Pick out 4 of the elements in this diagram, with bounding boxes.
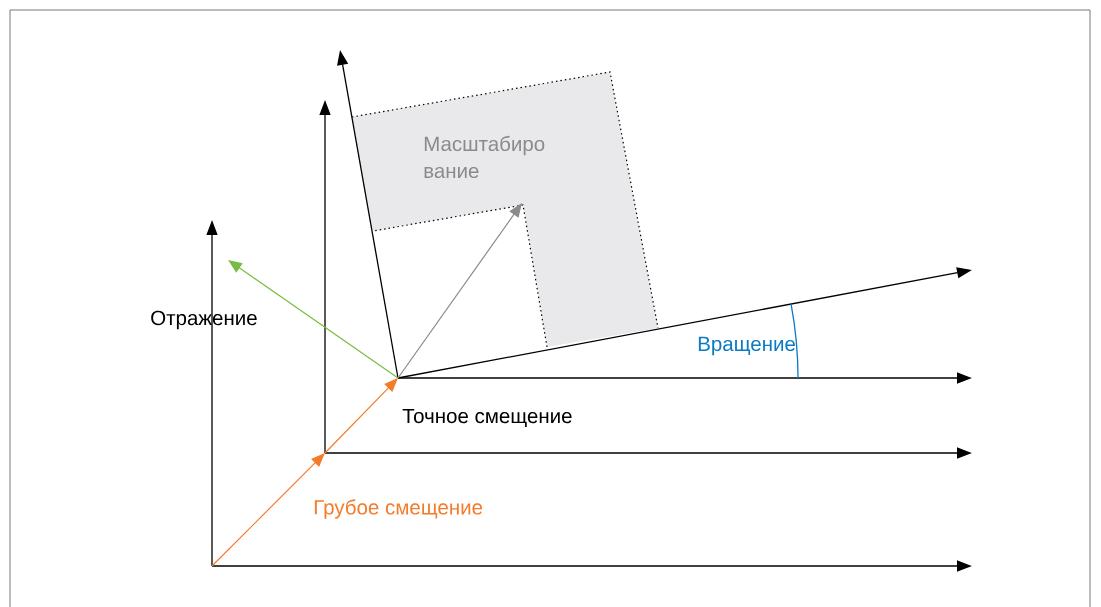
text-label: Вращение <box>698 336 795 356</box>
text-label: Грубое смещение <box>314 499 483 519</box>
scaling-region: Масштабиро вание <box>351 71 659 348</box>
text-label: Точное смещение <box>402 408 572 428</box>
